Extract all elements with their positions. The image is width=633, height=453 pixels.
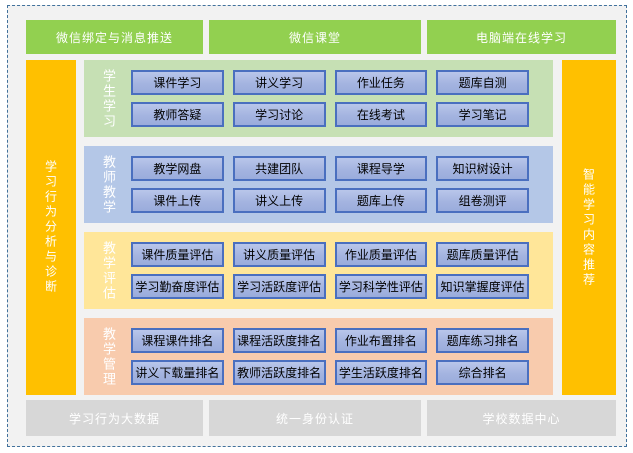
top-band: 微信绑定与消息推送 微信课堂 电脑端在线学习 bbox=[26, 20, 616, 54]
bottom-box-learning-behavior-bigdata: 学习行为大数据 bbox=[26, 400, 204, 436]
module-item: 题库上传 bbox=[334, 188, 428, 213]
module-item: 课程课件排名 bbox=[131, 328, 224, 353]
module-item: 教师答疑 bbox=[131, 102, 224, 127]
module-item: 课件质量评估 bbox=[131, 242, 224, 267]
section-teacher-teaching-label: 教师教学 bbox=[100, 154, 115, 215]
module-item: 课程活跃度排名 bbox=[232, 328, 326, 353]
diagram-frame: 微信绑定与消息推送 微信课堂 电脑端在线学习 学习行为分析与诊断 学生学习 课件… bbox=[7, 5, 627, 447]
module-item: 作业质量评估 bbox=[334, 242, 428, 267]
module-item: 学生活跃度排名 bbox=[334, 360, 428, 385]
section-teaching-management: 教学管理 课程课件排名 课程活跃度排名 作业布置排名 题库练习排名 讲义下载量排… bbox=[84, 318, 553, 395]
top-box-wechat-binding-push: 微信绑定与消息推送 bbox=[26, 20, 204, 54]
module-item: 学习勤奋度评估 bbox=[131, 274, 224, 299]
section-teaching-management-grid: 课程课件排名 课程活跃度排名 作业布置排名 题库练习排名 讲义下载量排名 教师活… bbox=[131, 318, 553, 395]
module-item: 讲义质量评估 bbox=[232, 242, 326, 267]
module-item: 讲义上传 bbox=[232, 188, 326, 213]
module-item: 综合排名 bbox=[436, 360, 529, 385]
module-item: 在线考试 bbox=[334, 102, 428, 127]
left-bar-learning-behavior-analysis: 学习行为分析与诊断 bbox=[26, 60, 76, 395]
module-item: 共建团队 bbox=[232, 156, 326, 181]
module-item: 学习笔记 bbox=[436, 102, 529, 127]
section-teaching-evaluation-grid: 课件质量评估 讲义质量评估 作业质量评估 题库质量评估 学习勤奋度评估 学习活跃… bbox=[131, 232, 553, 309]
module-item: 教师活跃度排名 bbox=[232, 360, 326, 385]
top-box-pc-online-learning: 电脑端在线学习 bbox=[426, 20, 616, 54]
module-item: 学习科学性评估 bbox=[334, 274, 428, 299]
module-item: 讲义下载量排名 bbox=[131, 360, 224, 385]
module-item: 作业布置排名 bbox=[334, 328, 428, 353]
module-sections: 学生学习 课件学习 讲义学习 作业任务 题库自测 教师答疑 学习讨论 在线考试 … bbox=[84, 60, 553, 395]
module-item: 课件上传 bbox=[131, 188, 224, 213]
module-item: 题库自测 bbox=[436, 70, 529, 95]
section-teaching-management-label: 教学管理 bbox=[100, 326, 115, 387]
module-item: 作业任务 bbox=[334, 70, 428, 95]
module-item: 课程导学 bbox=[334, 156, 428, 181]
section-teacher-teaching-grid: 教学网盘 共建团队 课程导学 知识树设计 课件上传 讲义上传 题库上传 组卷测评 bbox=[131, 146, 553, 223]
bottom-box-school-data-center: 学校数据中心 bbox=[426, 400, 616, 436]
section-student-learning-grid: 课件学习 讲义学习 作业任务 题库自测 教师答疑 学习讨论 在线考试 学习笔记 bbox=[131, 60, 553, 137]
module-item: 学习讨论 bbox=[232, 102, 326, 127]
module-item: 教学网盘 bbox=[131, 156, 224, 181]
module-item: 课件学习 bbox=[131, 70, 224, 95]
module-item: 组卷测评 bbox=[436, 188, 529, 213]
bottom-box-unified-identity-auth: 统一身份认证 bbox=[209, 400, 421, 436]
module-item: 题库练习排名 bbox=[436, 328, 529, 353]
section-student-learning-label: 学生学习 bbox=[100, 68, 115, 129]
section-teaching-evaluation: 教学评估 课件质量评估 讲义质量评估 作业质量评估 题库质量评估 学习勤奋度评估… bbox=[84, 232, 553, 309]
module-item: 知识树设计 bbox=[436, 156, 529, 181]
right-bar-smart-content-recommendation: 智能学习内容推荐 bbox=[562, 60, 616, 395]
section-teaching-evaluation-label: 教学评估 bbox=[100, 240, 115, 301]
module-item: 学习活跃度评估 bbox=[232, 274, 326, 299]
module-item: 讲义学习 bbox=[232, 70, 326, 95]
section-teacher-teaching: 教师教学 教学网盘 共建团队 课程导学 知识树设计 课件上传 讲义上传 题库上传… bbox=[84, 146, 553, 223]
middle-area: 学习行为分析与诊断 学生学习 课件学习 讲义学习 作业任务 题库自测 教师答疑 … bbox=[26, 60, 616, 395]
section-student-learning: 学生学习 课件学习 讲义学习 作业任务 题库自测 教师答疑 学习讨论 在线考试 … bbox=[84, 60, 553, 137]
bottom-band: 学习行为大数据 统一身份认证 学校数据中心 bbox=[26, 400, 616, 436]
module-item: 题库质量评估 bbox=[436, 242, 529, 267]
module-item: 知识掌握度评估 bbox=[436, 274, 529, 299]
top-box-wechat-classroom: 微信课堂 bbox=[209, 20, 421, 54]
